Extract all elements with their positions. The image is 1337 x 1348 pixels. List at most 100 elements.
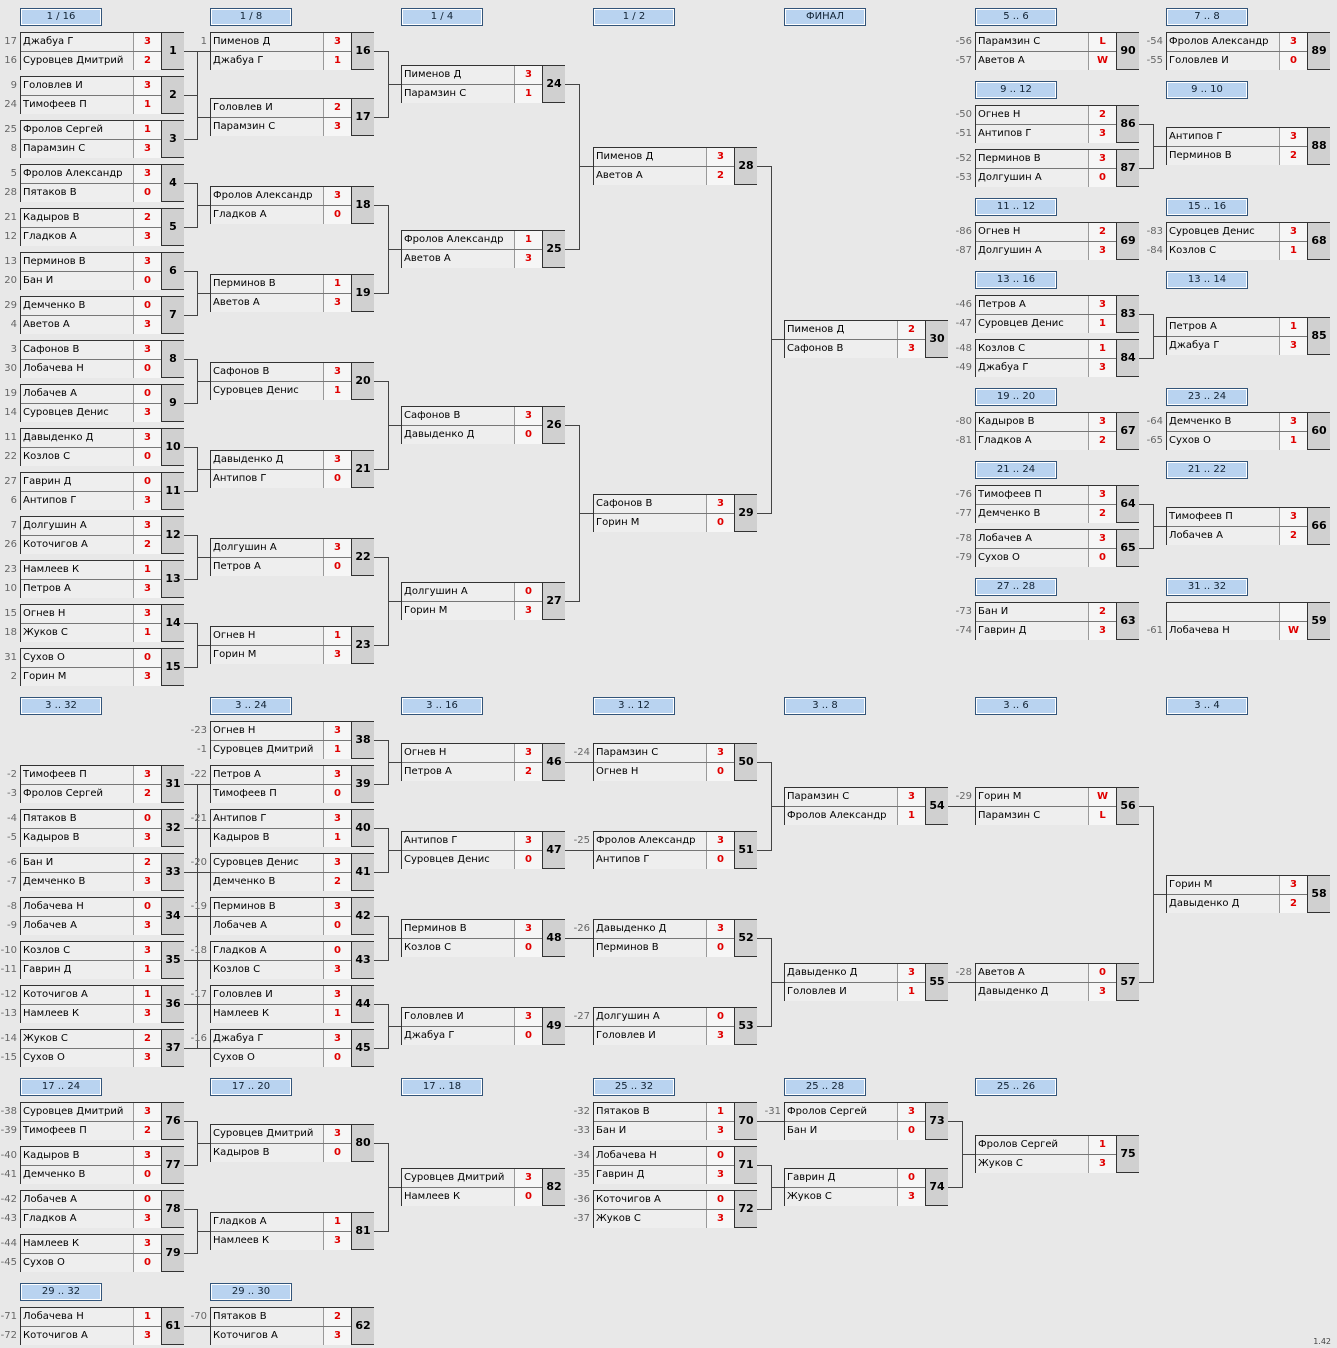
player-row[interactable]: Головлев И2 [211, 99, 351, 118]
player-row[interactable]: Сухов О0 [211, 1049, 351, 1067]
player-row[interactable]: Демченко В0 [21, 1166, 161, 1184]
player-row[interactable]: Тимофеев П3 [976, 486, 1116, 505]
player-row[interactable]: Лобачев А2 [1167, 527, 1307, 545]
player-row[interactable]: Перминов В3 [211, 898, 351, 917]
player-row[interactable]: Лобачев А0 [21, 385, 161, 404]
player-row[interactable]: Долгушин А3 [211, 539, 351, 558]
player-row[interactable]: Суровцев Дмитрий3 [211, 1125, 351, 1144]
player-row[interactable]: Перминов В1 [211, 275, 351, 294]
player-row[interactable]: Огнев Н3 [211, 722, 351, 741]
player-row[interactable]: Демченко В3 [21, 873, 161, 891]
player-row[interactable]: Джабуа Г0 [402, 1027, 542, 1045]
player-row[interactable]: Намлеев К1 [211, 1005, 351, 1023]
player-row[interactable]: Горин М3 [402, 602, 542, 620]
player-row[interactable]: Бан И0 [785, 1122, 925, 1140]
player-row[interactable]: Аветов А0 [976, 964, 1116, 983]
player-row[interactable]: Козлов С3 [211, 961, 351, 979]
player-row[interactable]: Петров А3 [21, 580, 161, 598]
player-row[interactable]: Огнев Н1 [211, 627, 351, 646]
player-row[interactable]: Джабуа Г3 [211, 1030, 351, 1049]
player-row[interactable]: Пименов Д3 [594, 148, 734, 167]
player-row[interactable]: Парамзин С3 [785, 788, 925, 807]
player-row[interactable]: Джабуа Г1 [211, 52, 351, 70]
player-row[interactable]: Перминов В0 [594, 939, 734, 957]
player-row[interactable]: Жуков С3 [785, 1188, 925, 1206]
player-row[interactable]: Гладков А3 [21, 228, 161, 246]
player-row[interactable]: Петров А2 [402, 763, 542, 781]
player-row[interactable]: Парамзин С3 [211, 118, 351, 136]
player-row[interactable]: Жуков С3 [976, 1155, 1116, 1173]
player-row[interactable]: Петров А3 [211, 766, 351, 785]
player-row[interactable]: Фролов Александр3 [211, 187, 351, 206]
player-row[interactable]: Давыденко Д3 [594, 920, 734, 939]
player-row[interactable]: Фролов Сергей2 [21, 785, 161, 803]
player-row[interactable]: Сухов О1 [1167, 432, 1307, 450]
player-row[interactable]: Антипов Г3 [21, 492, 161, 510]
player-row[interactable]: Пятаков В0 [21, 184, 161, 202]
player-row[interactable]: Горин М3 [21, 668, 161, 686]
player-row[interactable]: Давыденко Д3 [211, 451, 351, 470]
player-row[interactable]: Сафонов В3 [402, 407, 542, 426]
player-row[interactable]: Фролов Сергей1 [976, 1136, 1116, 1155]
player-row[interactable]: Долгушин А0 [594, 1008, 734, 1027]
player-row[interactable]: Пятаков В0 [21, 810, 161, 829]
player-row[interactable]: Антипов Г3 [402, 832, 542, 851]
player-row[interactable]: Коточигов А3 [21, 1327, 161, 1345]
player-row[interactable]: Парамзин С1 [402, 85, 542, 103]
player-row[interactable]: Намлеев К3 [21, 1235, 161, 1254]
player-row[interactable]: Перминов В3 [21, 253, 161, 272]
player-row[interactable]: Гаврин Д1 [21, 961, 161, 979]
player-row[interactable]: Аветов А3 [402, 250, 542, 268]
player-row[interactable]: Аветов А3 [21, 316, 161, 334]
player-row[interactable]: Долгушин А3 [21, 517, 161, 536]
player-row[interactable]: Головлев И3 [594, 1027, 734, 1045]
player-row[interactable]: Лобачев А0 [21, 1191, 161, 1210]
player-row[interactable]: Демченко В2 [976, 505, 1116, 523]
player-row[interactable]: Лобачева Н0 [594, 1147, 734, 1166]
player-row[interactable]: Давыденко Д0 [402, 426, 542, 444]
player-row[interactable]: Гладков А2 [976, 432, 1116, 450]
player-row[interactable]: Головлев И3 [21, 77, 161, 96]
player-row[interactable]: Джабуа Г3 [21, 33, 161, 52]
player-row[interactable]: Огнев Н2 [976, 106, 1116, 125]
player-row[interactable]: Суровцев Денис1 [211, 382, 351, 400]
player-row[interactable]: Гладков А0 [211, 942, 351, 961]
player-row[interactable]: Намлеев К0 [402, 1188, 542, 1206]
player-row[interactable]: Пименов Д3 [211, 33, 351, 52]
player-row[interactable]: Сухов О0 [21, 1254, 161, 1272]
player-row[interactable]: Гаврин Д0 [785, 1169, 925, 1188]
player-row[interactable]: Суровцев Дмитрий3 [402, 1169, 542, 1188]
player-row[interactable]: Горин М3 [211, 646, 351, 664]
player-row[interactable]: Долгушин А0 [976, 169, 1116, 187]
player-row[interactable]: Жуков С2 [21, 1030, 161, 1049]
player-row[interactable]: Козлов С0 [402, 939, 542, 957]
player-row[interactable]: Сафонов В3 [785, 340, 925, 358]
player-row[interactable]: Лобачев А3 [21, 917, 161, 935]
player-row[interactable]: Огнев Н2 [976, 223, 1116, 242]
player-row[interactable]: Суровцев Дмитрий2 [21, 52, 161, 70]
player-row[interactable]: Огнев Н3 [21, 605, 161, 624]
player-row[interactable]: Горин М0 [594, 514, 734, 532]
player-row[interactable]: Гладков А1 [211, 1213, 351, 1232]
player-row[interactable]: Бан И2 [976, 603, 1116, 622]
player-row[interactable]: Петров А0 [211, 558, 351, 576]
player-row[interactable]: Гаврин Д0 [21, 473, 161, 492]
player-row[interactable]: Тимофеев П1 [21, 96, 161, 114]
player-row[interactable]: Фролов Сергей3 [785, 1103, 925, 1122]
player-row[interactable]: Петров А1 [1167, 318, 1307, 337]
player-row[interactable]: Сафонов В3 [21, 341, 161, 360]
player-row[interactable]: Антипов Г0 [211, 470, 351, 488]
player-row[interactable]: Фролов Александр1 [785, 807, 925, 825]
player-row[interactable]: Козлов С3 [21, 942, 161, 961]
player-row[interactable]: Фролов Александр3 [1167, 33, 1307, 52]
player-row[interactable]: Суровцев Денис3 [1167, 223, 1307, 242]
player-row[interactable]: Головлев И3 [402, 1008, 542, 1027]
player-row[interactable]: Жуков С1 [21, 624, 161, 642]
player-row[interactable]: Аветов А3 [211, 294, 351, 312]
player-row[interactable]: Парамзин СL [976, 807, 1116, 825]
player-row[interactable]: Жуков С3 [594, 1210, 734, 1228]
player-row[interactable]: Фролов Александр3 [21, 165, 161, 184]
player-row[interactable]: Гладков А0 [211, 206, 351, 224]
player-row[interactable]: Кадыров В3 [976, 413, 1116, 432]
player-row[interactable]: Аветов А2 [594, 167, 734, 185]
